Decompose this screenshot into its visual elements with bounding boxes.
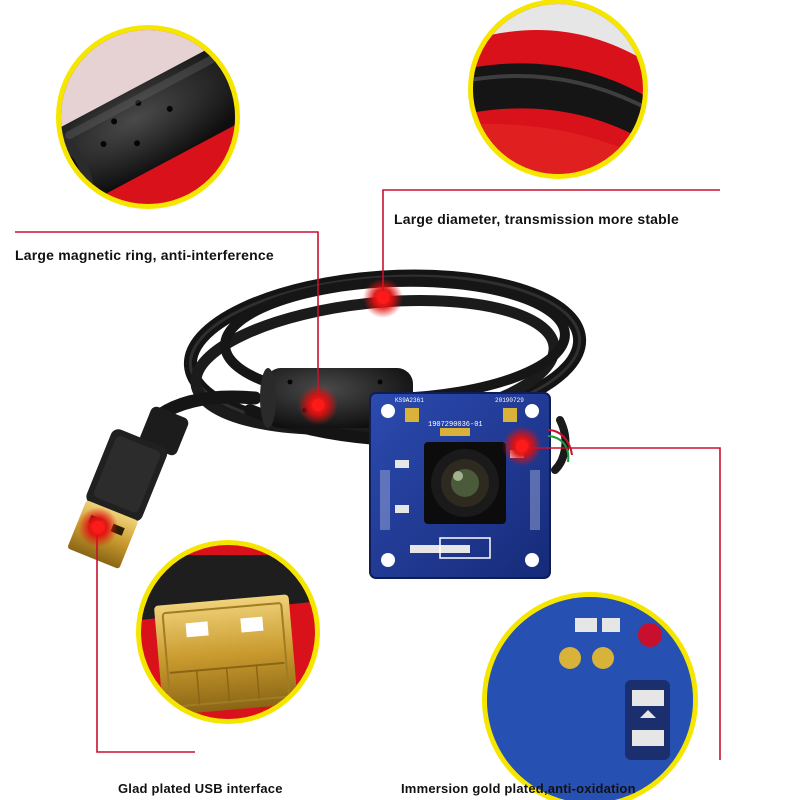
board-top-text-1: KS9A2361 — [395, 397, 424, 404]
zoom-usb-plug — [136, 540, 320, 724]
callout-lines — [15, 189, 721, 760]
callout-label-gold: Immersion gold plated,anti-oxidation — [401, 781, 636, 796]
callout-dots — [78, 278, 542, 547]
zoom-cable-diameter — [468, 0, 648, 179]
board-wires — [547, 429, 573, 456]
board-top-text-2: 20190729 — [495, 397, 524, 404]
zoom-gold-pads — [482, 592, 698, 800]
callout-label-usb: Glad plated USB interface — [118, 781, 283, 796]
callout-label-diameter: Large diameter, transmission more stable — [394, 211, 679, 227]
board-serial-text: 1907290036-01 — [428, 421, 483, 429]
usb-connector — [67, 406, 189, 569]
callout-label-magnetic-ring: Large magnetic ring, anti-interference — [15, 247, 274, 263]
zoom-magnetic-ring — [56, 25, 240, 209]
